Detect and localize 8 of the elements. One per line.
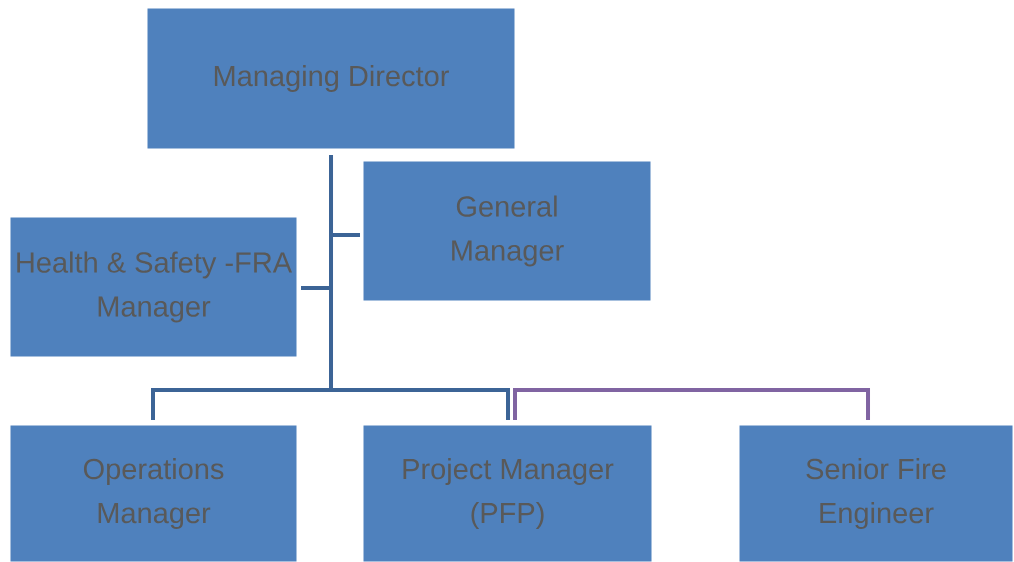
role-box: Operations Manager: [9, 424, 298, 562]
connector-line: [329, 155, 510, 420]
role-box: General Manager: [362, 160, 652, 302]
role-box: Project Manager (PFP): [362, 424, 653, 562]
connector-line: [513, 388, 870, 420]
role-box: Senior Fire Engineer: [738, 424, 1014, 562]
role-box: Health & Safety -FRA Manager: [9, 216, 298, 358]
role-box: Managing Director: [146, 7, 516, 150]
